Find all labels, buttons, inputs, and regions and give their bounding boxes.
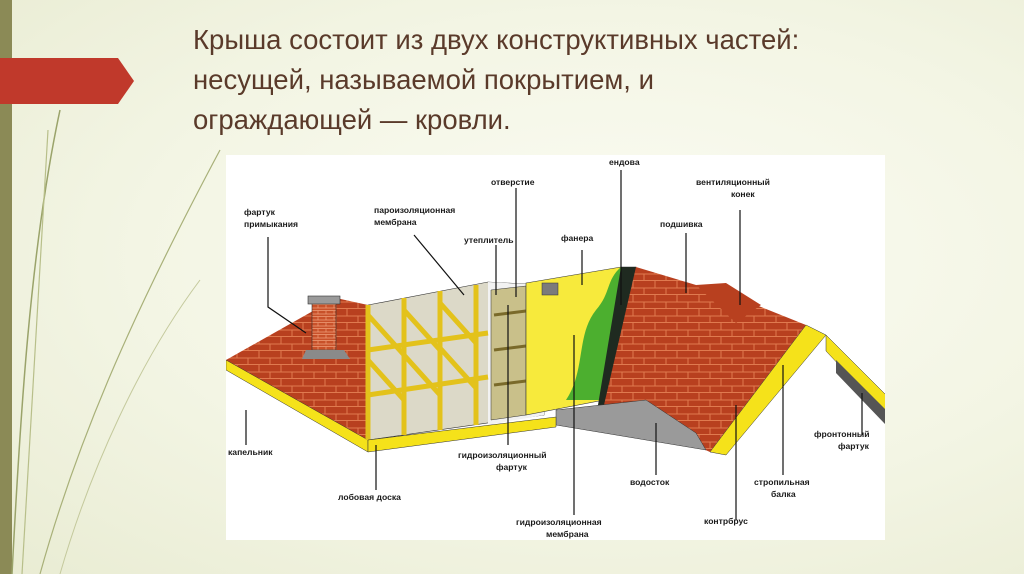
label-gidro-fartuk-1: гидроизоляционный [458,450,546,460]
label-frontonny-1: фронтонный [814,429,870,439]
leader-lines [245,170,863,520]
rafter-frame [365,281,545,441]
fascia-board [367,416,557,453]
label-fanera: фанера [561,233,594,243]
label-gidro-membrana-1: гидроизоляционная [516,517,602,527]
label-gidro-membrana-2: мембрана [546,529,589,539]
label-frontonny-2: фартук [838,441,870,451]
roof-diagram: фартук примыкания пароизоляционная мембр… [226,155,885,540]
title-line-2: несущей, называемой покрытием, и [193,64,654,95]
label-gidro-fartuk-2: фартук [496,462,528,472]
label-vent-konek-1: вентиляционный [696,177,770,187]
label-stropilnaya-2: балка [771,489,796,499]
chimney [302,295,350,359]
label-stropilnaya-1: стропильная [754,477,810,487]
label-fartuk-primykaniya-2: примыкания [244,219,298,229]
label-endova: ендова [609,157,640,167]
label-lobovaya-doska: лобовая доска [338,492,401,502]
label-otverstie: отверстие [491,177,535,187]
title-line-1: Крыша состоит из двух конструктивных час… [193,24,800,55]
accent-arrow-shape [0,58,134,104]
slide-title: Крыша состоит из двух конструктивных час… [193,20,983,140]
title-line-3: ограждающей — кровли. [193,104,511,135]
label-vodostok: водосток [630,477,670,487]
label-vent-konek-2: конек [731,189,755,199]
label-fartuk-primykaniya-1: фартук [244,207,276,217]
left-decor-strip [0,0,12,574]
label-paroizolyatsiya-1: пароизоляционная [374,205,455,215]
diagram-labels: фартук примыкания пароизоляционная мембр… [228,157,870,539]
label-uteplitel: утеплитель [464,235,514,245]
plywood-section [525,266,637,416]
roof-illustration: фартук примыкания пароизоляционная мембр… [226,157,885,539]
label-paroizolyatsiya-2: мембрана [374,217,417,227]
label-kontrbrus: контрбрус [704,516,748,526]
label-podshivka: подшивка [660,219,703,229]
left-tile-slope [226,298,369,453]
label-kapelnik: капельник [228,447,273,457]
